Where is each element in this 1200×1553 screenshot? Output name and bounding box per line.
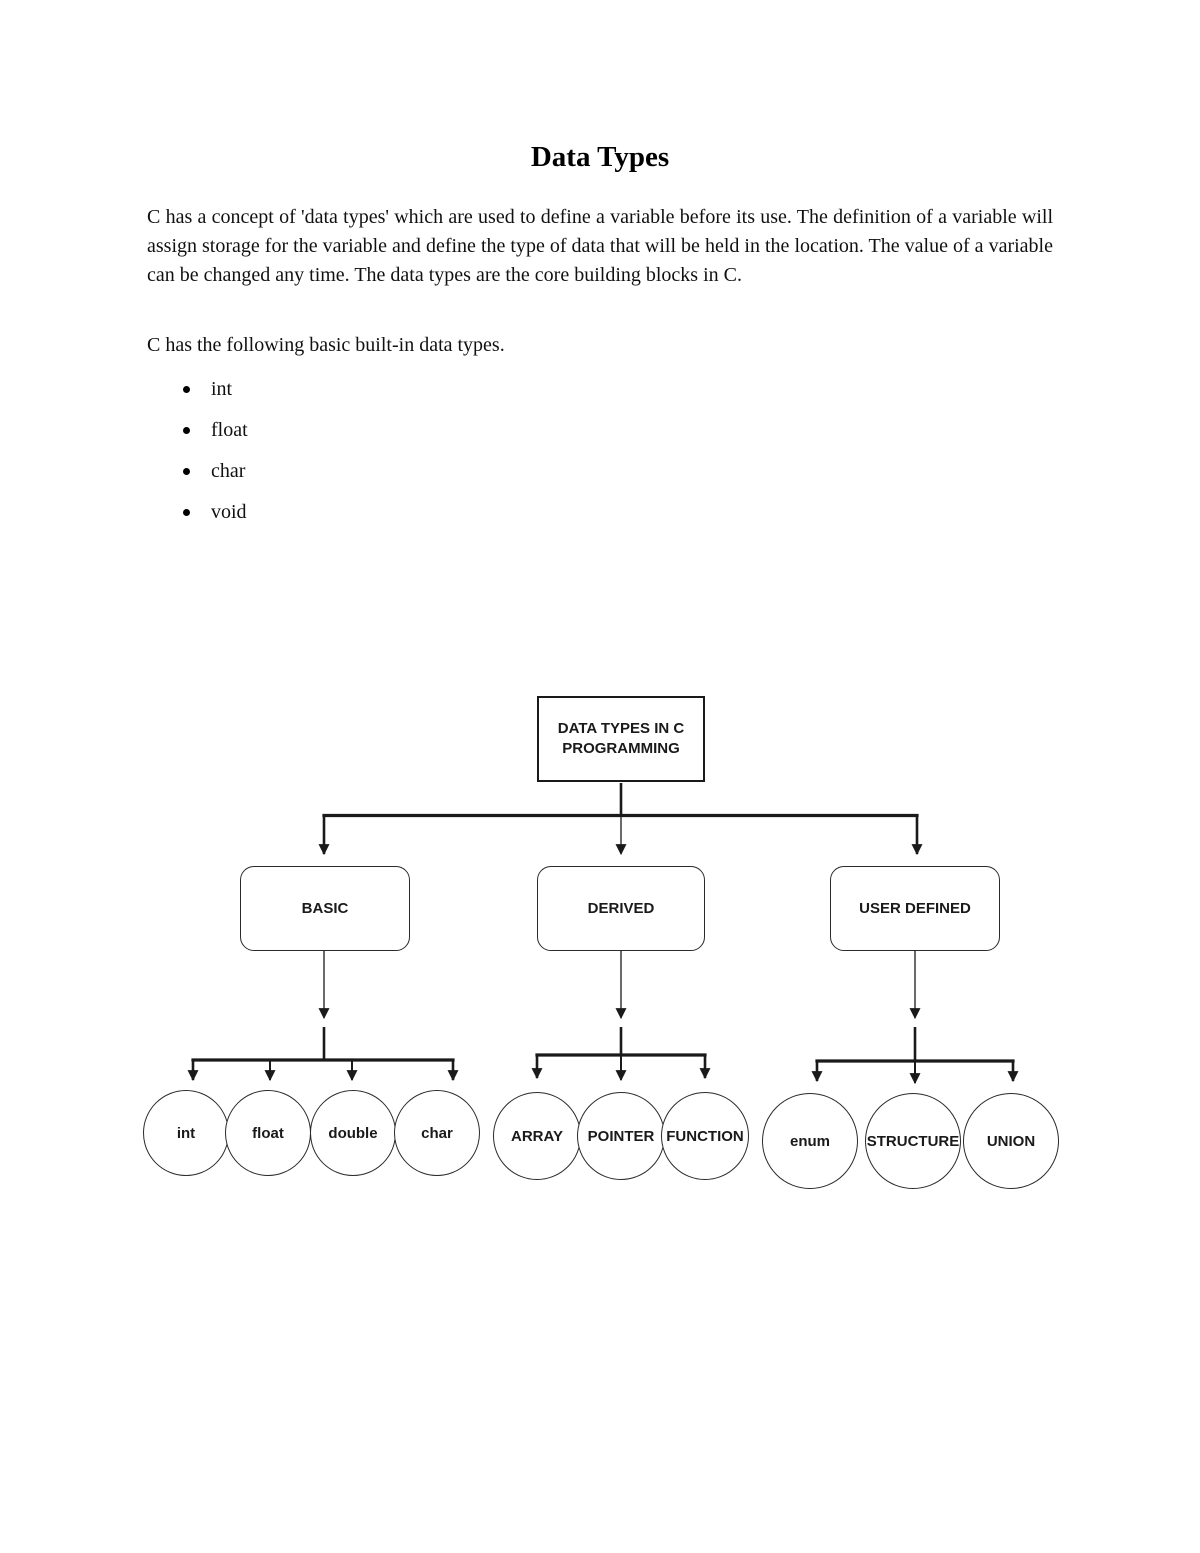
list-item-label: void xyxy=(211,501,247,523)
circle-label: double xyxy=(328,1124,378,1142)
bullet-icon xyxy=(183,468,190,475)
circle-label: POINTER xyxy=(587,1127,655,1145)
circle-label: ARRAY xyxy=(511,1127,563,1145)
node-circle-function: FUNCTION xyxy=(661,1092,749,1180)
basic-types-list: int float char void xyxy=(183,369,248,533)
branch-box-basic: BASIC xyxy=(240,866,410,951)
circle-label: float xyxy=(252,1124,284,1142)
list-item-label: float xyxy=(211,419,248,441)
list-intro-paragraph: C has the following basic built-in data … xyxy=(147,334,505,356)
circle-label: UNION xyxy=(986,1132,1036,1150)
connector-group-basic xyxy=(187,951,459,1082)
bullet-icon xyxy=(183,509,190,516)
node-circle-array: ARRAY xyxy=(493,1092,581,1180)
branch-box-user-defined: USER DEFINED xyxy=(830,866,1000,951)
bullet-icon xyxy=(183,427,190,434)
diagram-root-box: DATA TYPES IN C PROGRAMMING xyxy=(537,696,705,782)
node-circle-pointer: POINTER xyxy=(577,1092,665,1180)
branch-box-derived: DERIVED xyxy=(537,866,705,951)
page-title: Data Types xyxy=(530,141,670,173)
list-item-void: void xyxy=(183,492,248,533)
node-circle-enum: enum xyxy=(762,1093,858,1189)
connector-group-root xyxy=(318,783,923,856)
node-circle-int: int xyxy=(143,1090,229,1176)
intro-paragraph: C has a concept of 'data types' which ar… xyxy=(147,206,1053,286)
circle-label: enum xyxy=(789,1132,830,1150)
list-item-label: int xyxy=(211,378,233,400)
list-item-label: char xyxy=(211,460,246,482)
connector-group-user-defined xyxy=(811,951,1019,1085)
node-circle-union: UNION xyxy=(963,1093,1059,1189)
node-circle-double: double xyxy=(310,1090,396,1176)
list-item-float: float xyxy=(183,410,248,451)
branch-box-label: DERIVED xyxy=(587,900,655,917)
circle-label: FUNCTION xyxy=(666,1127,744,1145)
circle-label: char xyxy=(421,1124,453,1142)
root-box-label: DATA TYPES IN C PROGRAMMING xyxy=(557,720,685,757)
list-item-int: int xyxy=(183,369,248,410)
bullet-icon xyxy=(183,386,190,393)
node-circle-structure: STRUCTURE xyxy=(865,1093,961,1189)
branch-box-label: BASIC xyxy=(301,900,349,917)
circle-label: STRUCTURE xyxy=(866,1132,960,1150)
list-item-char: char xyxy=(183,451,248,492)
circle-label: int xyxy=(176,1124,196,1142)
node-circle-float: float xyxy=(225,1090,311,1176)
branch-box-label: USER DEFINED xyxy=(859,900,971,917)
connector-group-derived xyxy=(531,951,711,1082)
node-circle-char: char xyxy=(394,1090,480,1176)
